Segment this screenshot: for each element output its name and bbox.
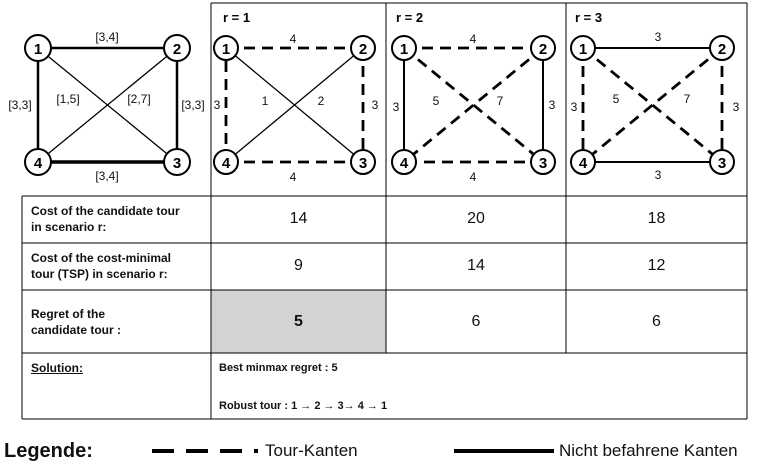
svg-text:4: 4: [222, 155, 231, 172]
weight-1-4: 3: [393, 100, 400, 114]
scenario-title: r = 1: [223, 10, 250, 25]
regret-r1: 5: [294, 313, 303, 330]
tour-edge-1-3: [582, 46, 723, 164]
weight-1-4: 3: [571, 100, 578, 114]
edge-label-1-2: [3,4]: [95, 30, 118, 44]
node-1: 1: [213, 35, 239, 61]
svg-text:4: 4: [34, 155, 43, 172]
candidate-cost-r3: 18: [647, 210, 666, 227]
regret-r2: 6: [471, 313, 481, 330]
node-4: 4: [24, 148, 52, 176]
svg-text:2: 2: [718, 41, 726, 58]
candidate-cost-r1: 14: [289, 210, 308, 227]
legend-solid-label: Nicht befahrene Kanten: [559, 441, 738, 460]
regret-highlight-cell: [211, 290, 386, 353]
solution-label: Solution:: [31, 361, 83, 375]
node-2: 2: [530, 35, 556, 61]
weight-1-4: 3: [214, 98, 221, 112]
svg-text:2: 2: [173, 41, 181, 58]
svg-text:2: 2: [359, 41, 367, 58]
svg-text:1: 1: [579, 41, 587, 58]
tsp-cost-r3: 12: [647, 257, 666, 274]
tsp-cost-r1: 9: [294, 257, 303, 274]
weight-3-4: 4: [290, 170, 297, 184]
weight-2-4: 7: [684, 92, 691, 106]
svg-text:3: 3: [359, 155, 367, 172]
weight-3-4: 4: [470, 170, 477, 184]
weight-1-3: 5: [613, 92, 620, 106]
svg-text:2: 2: [539, 41, 547, 58]
node-4: 4: [391, 149, 417, 175]
svg-text:1: 1: [400, 41, 408, 58]
scenario-graph-r2: r = 2 4 4 3 3 5 7 1 2 3 4: [391, 10, 556, 184]
weight-1-3: 5: [433, 94, 440, 108]
weight-1-2: 4: [470, 32, 477, 46]
legend-dashed-line: [152, 449, 258, 453]
tour-edge-2-4: [582, 46, 723, 164]
node-1: 1: [570, 35, 596, 61]
edge-label-1-4: [3,3]: [8, 98, 31, 112]
legend-title: Legende:: [4, 440, 93, 462]
node-3: 3: [163, 148, 191, 176]
node-4: 4: [213, 149, 239, 175]
scenario-graph-r1: r = 1 4 4 3 3 1 2 1 2 3 4: [213, 10, 379, 184]
input-graph: [3,4] [3,4] [3,3] [3,3] [1,5] [2,7] 1 2 …: [8, 30, 204, 183]
svg-text:3: 3: [173, 155, 181, 172]
row-label-candidate-cost: Cost of the candidate tour in scenario r…: [31, 204, 180, 234]
node-4: 4: [570, 149, 596, 175]
tsp-cost-r2: 14: [467, 257, 485, 274]
node-1: 1: [24, 34, 52, 62]
node-2: 2: [709, 35, 735, 61]
svg-text:3: 3: [718, 155, 726, 172]
scenario-title: r = 3: [575, 10, 602, 25]
legend-solid-line: [454, 449, 554, 453]
tour-edge-1-3: [403, 46, 544, 164]
weight-1-2: 3: [655, 30, 662, 44]
weight-2-3: 3: [549, 98, 556, 112]
node-3: 3: [530, 149, 556, 175]
node-2: 2: [163, 34, 191, 62]
weight-2-4: 7: [497, 94, 504, 108]
weight-3-4: 3: [655, 168, 662, 182]
edge-2-4: [225, 47, 364, 163]
row-label-tsp-cost: Cost of the cost-minimal tour (TSP) in s…: [31, 251, 172, 281]
scenario-graph-r3: r = 3 3 3 3 3 5 7 1 2 3 4: [570, 10, 740, 182]
best-minmax-regret: Best minmax regret : 5: [219, 362, 338, 374]
svg-text:4: 4: [579, 155, 588, 172]
edge-label-4-3: [3,4]: [95, 169, 118, 183]
scenario-title: r = 2: [396, 10, 423, 25]
edge-label-2-4: [2,7]: [127, 92, 150, 106]
regret-r3: 6: [652, 313, 661, 330]
candidate-cost-r2: 20: [467, 210, 485, 227]
node-1: 1: [391, 35, 417, 61]
node-3: 3: [350, 149, 376, 175]
robust-tour: Robust tour : 1 → 2 → 3→ 4 → 1: [219, 400, 388, 412]
edge-label-1-3: [1,5]: [56, 92, 79, 106]
edge-label-2-3: [3,3]: [181, 98, 204, 112]
svg-text:4: 4: [400, 155, 409, 172]
weight-2-4: 2: [318, 94, 325, 108]
edge-2-4: [37, 47, 178, 163]
legend-dashed-label: Tour-Kanten: [265, 441, 358, 460]
weight-2-3: 3: [733, 100, 740, 114]
svg-text:1: 1: [34, 41, 42, 58]
node-3: 3: [709, 149, 735, 175]
weight-1-3: 1: [262, 94, 269, 108]
tour-edge-2-4: [403, 46, 544, 164]
svg-text:3: 3: [539, 155, 547, 172]
svg-text:1: 1: [222, 41, 230, 58]
weight-2-3: 3: [372, 98, 379, 112]
weight-1-2: 4: [290, 32, 297, 46]
row-label-regret: Regret of the candidate tour :: [31, 307, 122, 337]
node-2: 2: [350, 35, 376, 61]
